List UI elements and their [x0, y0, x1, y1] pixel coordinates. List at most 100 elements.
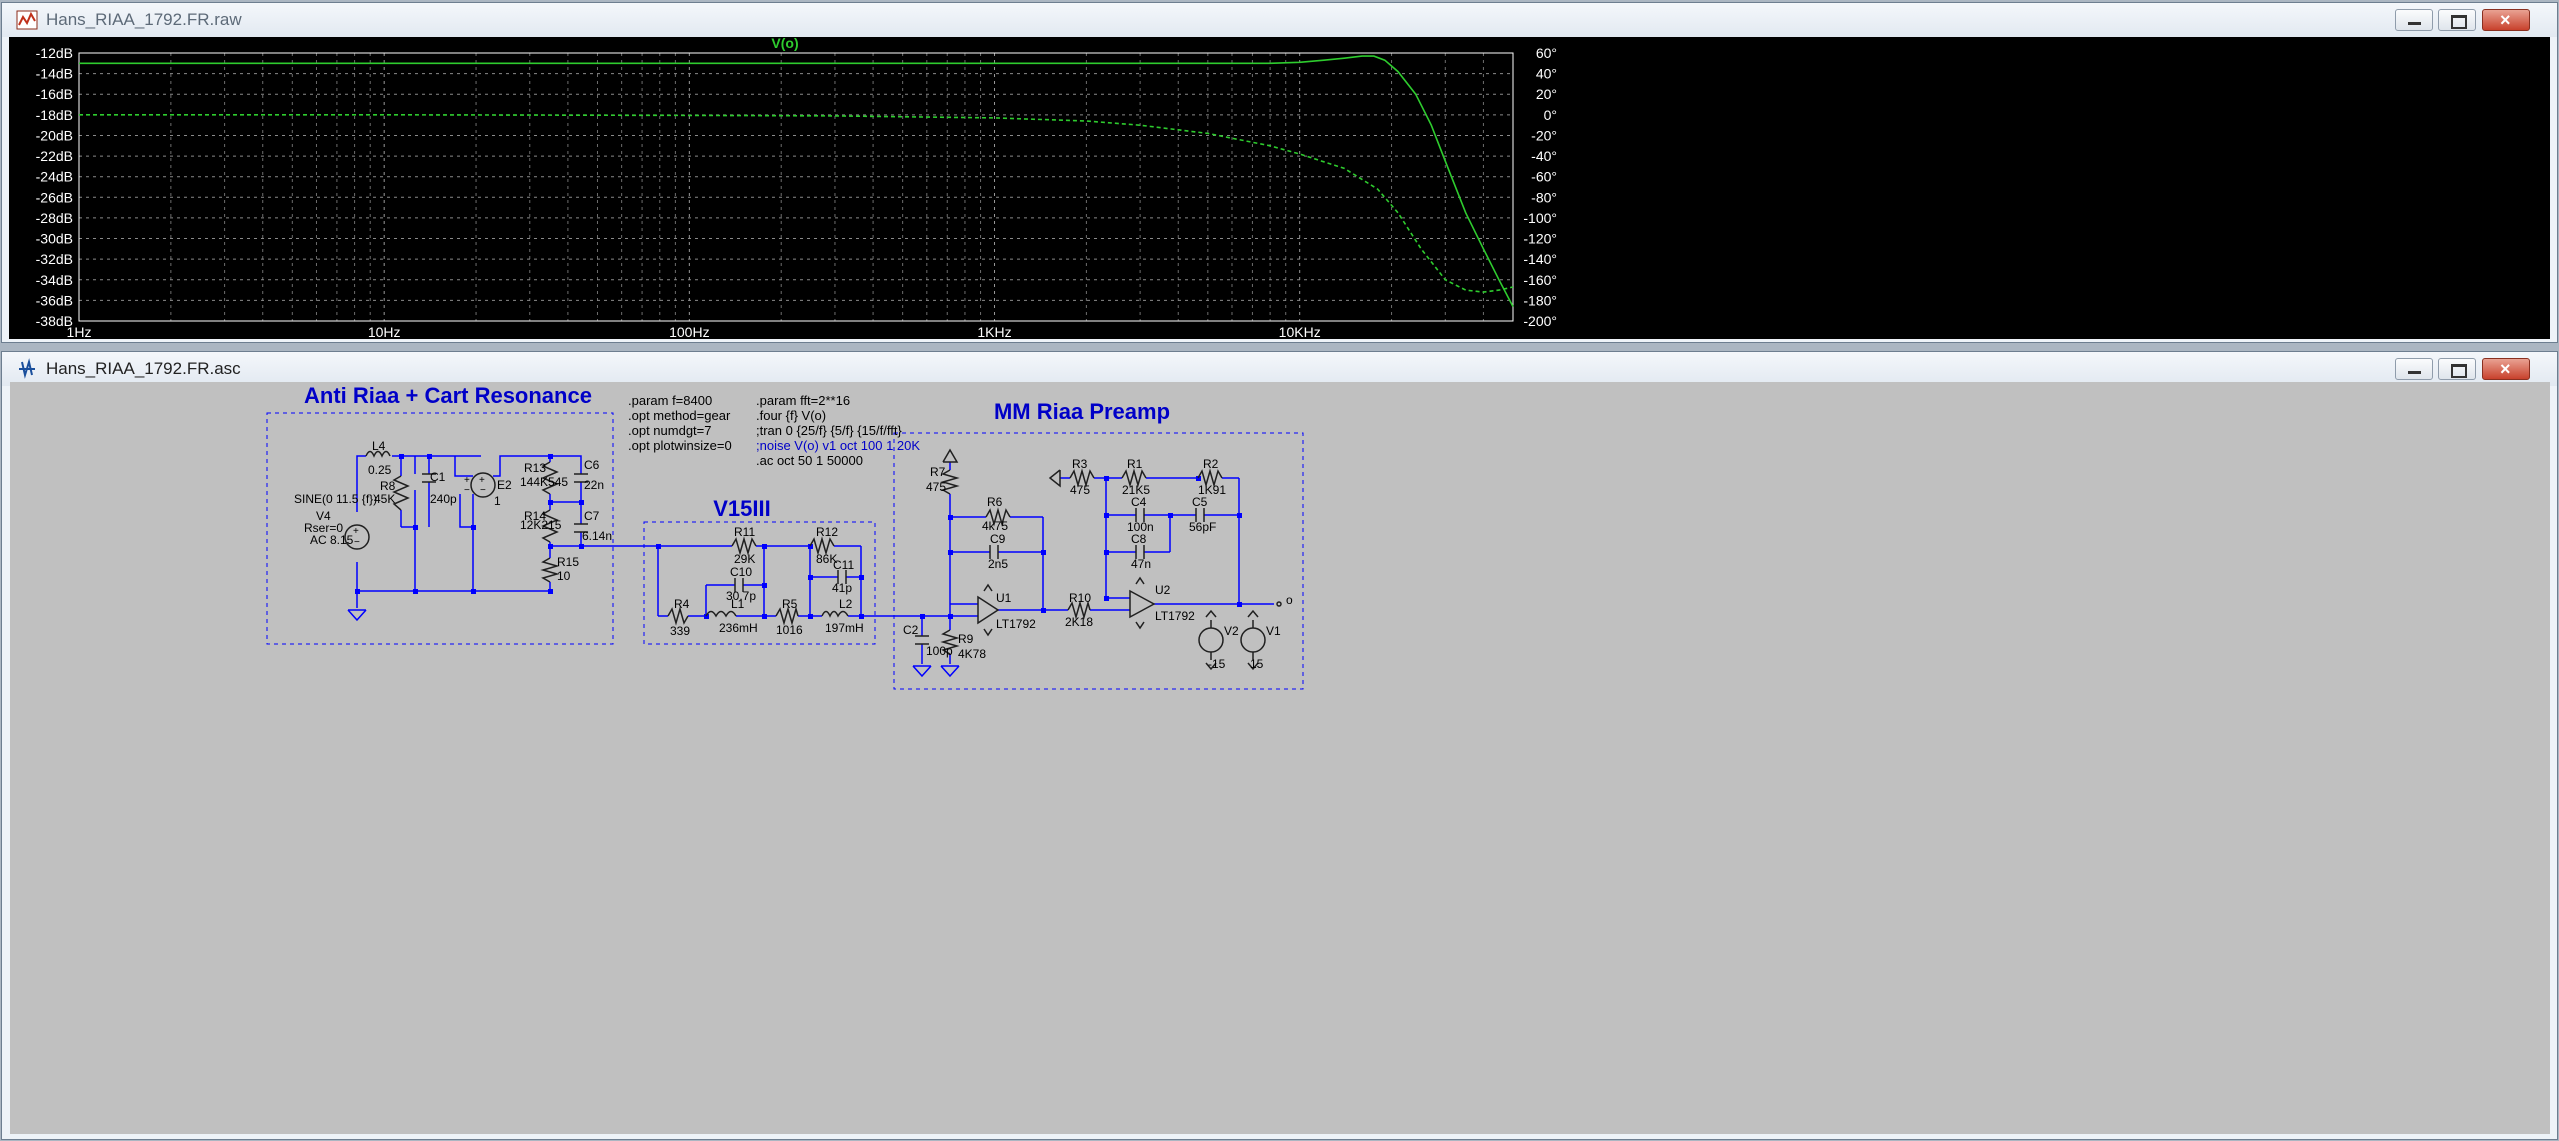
bode-plot[interactable]: -12dB-14dB-16dB-18dB-20dB-22dB-24dB-26dB…: [9, 35, 2550, 340]
maximize-button[interactable]: [2438, 9, 2476, 31]
x-tick-label: 1Hz: [67, 324, 92, 339]
svg-text:R8: R8: [380, 479, 396, 493]
svg-text:86K: 86K: [816, 552, 837, 566]
directive-line: .opt numdgt=7: [628, 423, 711, 438]
svg-text:56pF: 56pF: [1189, 520, 1216, 534]
svg-text:R6: R6: [987, 495, 1003, 509]
svg-text:100n: 100n: [1127, 520, 1154, 534]
y-left-tick-label: -20dB: [36, 127, 73, 143]
y-right-tick-label: 0°: [1544, 107, 1557, 123]
y-left-tick-label: -28dB: [36, 210, 73, 226]
svg-text:100p: 100p: [926, 644, 953, 658]
schematic-drawing[interactable]: Anti Riaa + Cart Resonance V15III MM Ria…: [10, 382, 2550, 1134]
plot-frame: [78, 52, 1514, 322]
svg-text:47n: 47n: [1131, 557, 1151, 571]
y-left-tick-label: -24dB: [36, 169, 73, 185]
schematic-app-icon: [19, 358, 35, 379]
directive-line: .four {f} V(o): [756, 408, 826, 423]
svg-text:240p: 240p: [430, 492, 457, 506]
directive-line: ;noise V(o) v1 oct 100 1 20K: [756, 438, 920, 453]
svg-text:C2: C2: [903, 623, 919, 637]
y-right-tick-label: -140°: [1523, 251, 1557, 267]
source-line: V4: [316, 509, 331, 523]
minimize-button[interactable]: [2395, 358, 2433, 380]
phase-trace[interactable]: [79, 114, 1514, 293]
source-line: Rser=0: [304, 521, 343, 535]
svg-text:+: +: [353, 526, 359, 537]
y-left-tick-label: -22dB: [36, 148, 73, 164]
svg-text:L1: L1: [731, 597, 745, 611]
plot-window-titlebar[interactable]: Hans_RIAA_1792.FR.raw ×: [2, 3, 2557, 37]
anti-riaa-nodes: [355, 454, 584, 594]
y-right-tick-label: -20°: [1531, 127, 1557, 143]
schematic-canvas[interactable]: Anti Riaa + Cart Resonance V15III MM Ria…: [10, 382, 2550, 1134]
trace-label[interactable]: V(o): [771, 35, 798, 51]
svg-text:C1: C1: [430, 470, 446, 484]
close-button[interactable]: ×: [2482, 358, 2530, 380]
svg-text:45K: 45K: [374, 492, 395, 506]
y-right-tick-label: -180°: [1523, 292, 1557, 308]
y-right-tick-label: 60°: [1536, 45, 1557, 61]
svg-text:R9: R9: [958, 632, 974, 646]
directive-line: .param fft=2**16: [756, 393, 850, 408]
svg-text:C9: C9: [990, 532, 1006, 546]
svg-text:197mH: 197mH: [825, 621, 864, 635]
x-tick-label: 1KHz: [977, 324, 1011, 339]
plot-window: Hans_RIAA_1792.FR.raw × -12dB-14dB-16dB-…: [1, 2, 2558, 343]
plot-pane[interactable]: -12dB-14dB-16dB-18dB-20dB-22dB-24dB-26dB…: [9, 35, 2550, 340]
svg-text:U1: U1: [996, 591, 1012, 605]
svg-text:15: 15: [1250, 657, 1264, 671]
source-symbols: +−+−+−: [353, 475, 486, 548]
svg-text:22n: 22n: [584, 478, 604, 492]
y-left-tick-label: -36dB: [36, 292, 73, 308]
svg-text:R13: R13: [524, 461, 546, 475]
minimize-button[interactable]: [2395, 9, 2433, 31]
directive-line: .opt method=gear: [628, 408, 731, 423]
directive-line: ;tran 0 {25/f} {5/f} {15/f/fft}: [756, 423, 902, 438]
schematic-window: Hans_RIAA_1792.FR.asc × Anti Riaa + Cart…: [1, 351, 2558, 1140]
y-right-tick-label: -60°: [1531, 169, 1557, 185]
svg-text:R7: R7: [930, 465, 946, 479]
v15-block: [643, 521, 876, 645]
svg-text:12K215: 12K215: [520, 518, 562, 532]
svg-text:R4: R4: [674, 597, 690, 611]
schematic-window-titlebar[interactable]: Hans_RIAA_1792.FR.asc ×: [2, 352, 2557, 386]
svg-text:C10: C10: [730, 565, 752, 579]
svg-text:C5: C5: [1192, 495, 1208, 509]
svg-text:R3: R3: [1072, 457, 1088, 471]
svg-text:29K: 29K: [734, 552, 755, 566]
maximize-button[interactable]: [2438, 358, 2476, 380]
svg-text:4K78: 4K78: [958, 647, 986, 661]
svg-text:1016: 1016: [776, 623, 803, 637]
svg-text:C11: C11: [833, 558, 854, 572]
svg-text:+: +: [479, 475, 485, 486]
v15-components: [667, 536, 849, 626]
svg-text:475: 475: [926, 480, 946, 494]
svg-text:6.14n: 6.14n: [582, 529, 612, 543]
svg-text:R2: R2: [1203, 457, 1219, 471]
svg-text:+: +: [464, 475, 470, 486]
svg-text:2n5: 2n5: [988, 557, 1008, 571]
y-right-tick-label: -120°: [1523, 231, 1557, 247]
svg-text:−: −: [464, 485, 470, 496]
svg-text:C6: C6: [584, 458, 600, 472]
y-left-tick-label: -32dB: [36, 251, 73, 267]
close-button[interactable]: ×: [2482, 9, 2530, 31]
svg-text:LT1792: LT1792: [1155, 609, 1195, 623]
y-left-tick-label: -38dB: [36, 313, 73, 329]
x-tick-label: 10Hz: [368, 324, 401, 339]
directive-line: .opt plotwinsize=0: [628, 438, 732, 453]
svg-text:R11: R11: [734, 525, 755, 539]
svg-text:4k75: 4k75: [982, 519, 1008, 533]
magnitude-trace[interactable]: [79, 55, 1514, 307]
svg-text:1K91: 1K91: [1198, 483, 1226, 497]
v15-title: V15III: [713, 496, 770, 521]
v15-wires: [657, 545, 922, 617]
svg-text:144K545: 144K545: [520, 475, 568, 489]
svg-text:R1: R1: [1127, 457, 1143, 471]
plot-series: [79, 55, 1514, 307]
y-right-tick-label: 40°: [1536, 66, 1557, 82]
y-left-tick-label: -26dB: [36, 189, 73, 205]
